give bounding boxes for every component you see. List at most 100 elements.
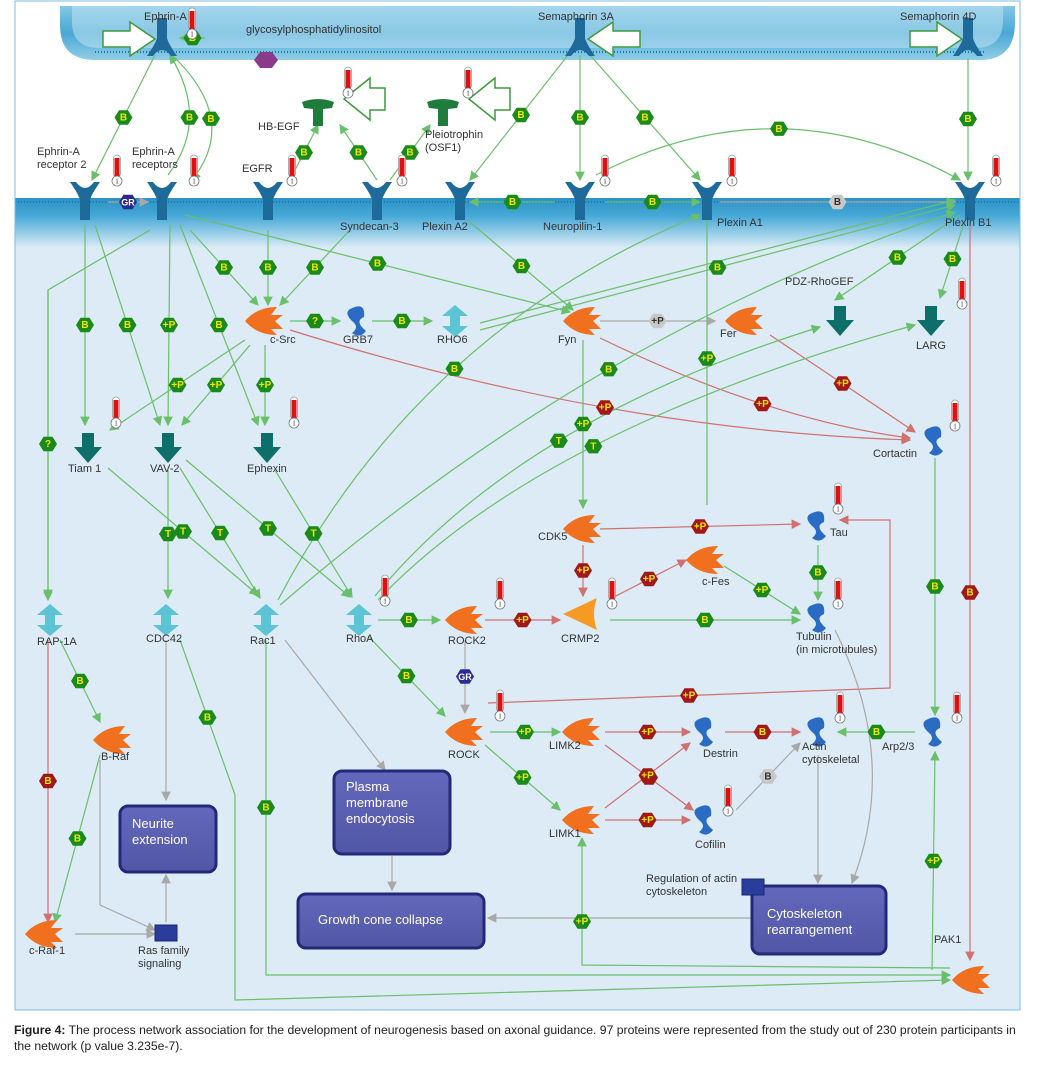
- hexagon-shape: [809, 565, 827, 580]
- thermometer-icon: 1: [286, 154, 298, 187]
- badge-label: B: [966, 588, 973, 599]
- node-tiam1[interactable]: Tiam 11: [68, 396, 122, 475]
- hexagon-shape: [959, 111, 977, 127]
- node-limk1[interactable]: LIMK1: [549, 806, 600, 840]
- node-sema4d[interactable]: Semaphorin 4D: [900, 11, 983, 56]
- node-label: Pleiotrophin(OSF1): [425, 129, 483, 154]
- thermometer-icon: 1: [990, 154, 1002, 187]
- hexagon-shape: [867, 724, 886, 740]
- hexagon-shape: [513, 770, 532, 785]
- badge-phosphorylation: +P: [924, 853, 943, 869]
- badge-label: T: [310, 529, 316, 540]
- node-fer[interactable]: Fer: [720, 307, 763, 340]
- node-fyn[interactable]: Fyn: [558, 307, 601, 346]
- thermometer-value: 1: [400, 178, 404, 186]
- nodes: Ephrin-A1 glycosylphosphatidylinositol Sem…: [25, 7, 1002, 994]
- node-cfes[interactable]: c-Fes: [686, 546, 730, 588]
- badge-phosphorylation: +P: [833, 376, 852, 391]
- node-rap1a[interactable]: RAP-1A: [37, 604, 77, 648]
- node-csrc[interactable]: c-Src: [245, 307, 296, 346]
- thermometer-value: 1: [730, 178, 734, 186]
- badge-label: GR: [121, 198, 135, 208]
- node-sdc3[interactable]: Syndecan-31: [340, 154, 408, 233]
- badge-label: +P: [641, 815, 654, 826]
- node-limk2[interactable]: LIMK2: [549, 718, 600, 752]
- badge-binding: B: [306, 260, 324, 275]
- badge-phosphorylation: +P: [516, 724, 534, 740]
- node-gpi[interactable]: glycosylphosphatidylinositol: [246, 24, 381, 68]
- node-rho6[interactable]: RHO6: [437, 305, 468, 346]
- badge-label: B: [220, 263, 227, 274]
- badge-phosphorylation: +P: [160, 317, 178, 333]
- process-gcc[interactable]: Growth cone collapse: [296, 892, 486, 950]
- hexagon-shape: [643, 194, 662, 210]
- pathway-diagram: BBBBBBBBBBBBBBBGRBB+PB?BBBBBBBB?B+P+P+P+…: [14, 0, 1021, 1011]
- node-vav2[interactable]: VAV-2: [150, 433, 182, 475]
- badge-label: +P: [599, 403, 612, 414]
- badge-label: B: [311, 263, 318, 274]
- kinase-icon: [245, 307, 283, 335]
- thermometer-value: 1: [498, 601, 502, 609]
- node-plxna1[interactable]: Plexin A11: [692, 154, 763, 229]
- node-destrin[interactable]: Destrin: [694, 717, 738, 760]
- hexagon-shape: [445, 361, 464, 376]
- node-label: B-Raf: [101, 751, 130, 763]
- node-arp23[interactable]: Arp2/31: [882, 691, 963, 753]
- node-ephrinA[interactable]: Ephrin-A1: [144, 7, 198, 56]
- hexagon-shape: [574, 563, 592, 578]
- node-label: RHO6: [437, 334, 468, 346]
- ligand-icon: [302, 99, 334, 126]
- badge-binding: B: [512, 107, 530, 123]
- node-pak1[interactable]: PAK1: [934, 934, 990, 994]
- node-cdc42[interactable]: CDC42: [146, 604, 182, 645]
- gtpase-icon: [253, 604, 279, 636]
- node-braf[interactable]: B-Raf: [93, 726, 131, 763]
- node-pdzrhogef[interactable]: PDZ-RhoGEF: [785, 276, 854, 336]
- kinase-icon: [93, 726, 131, 754]
- node-plxna2[interactable]: Plexin A2: [422, 182, 475, 233]
- node-ptn[interactable]: Pleiotrophin(OSF1)1: [425, 66, 483, 154]
- badge-phosphorylation: +P: [680, 688, 698, 703]
- badge-label: T: [590, 441, 596, 452]
- node-grb7[interactable]: GRB7: [343, 306, 373, 346]
- badge-label: +P: [927, 856, 940, 867]
- badge-label: +P: [651, 316, 664, 327]
- badge-label: B: [398, 316, 405, 327]
- thermometer-icon: 1: [494, 577, 506, 610]
- kinase-icon: [562, 806, 600, 834]
- node-label: Semaphorin 3A: [538, 11, 614, 23]
- node-craf1[interactable]: c-Raf-1: [25, 920, 65, 957]
- gef-arrow-icon: [826, 306, 854, 336]
- hexagon-shape: [202, 111, 220, 126]
- node-cdk5[interactable]: CDK5: [538, 515, 601, 543]
- node-rac1[interactable]: Rac1: [250, 604, 279, 647]
- hexagon-shape: [456, 669, 474, 684]
- badge-phosphorylation: +P: [638, 812, 657, 828]
- node-sema3a[interactable]: Semaphorin 3A: [538, 11, 614, 56]
- gtpase-icon: [346, 604, 372, 636]
- node-nrp1[interactable]: Neuropilin-11: [543, 154, 611, 233]
- hexagon-shape: [943, 251, 962, 267]
- badge-label: B: [894, 253, 901, 264]
- node-plxnb1[interactable]: Plexin B11: [945, 154, 1002, 229]
- node-tubulin[interactable]: Tubulin(in microtubules)1: [796, 577, 877, 656]
